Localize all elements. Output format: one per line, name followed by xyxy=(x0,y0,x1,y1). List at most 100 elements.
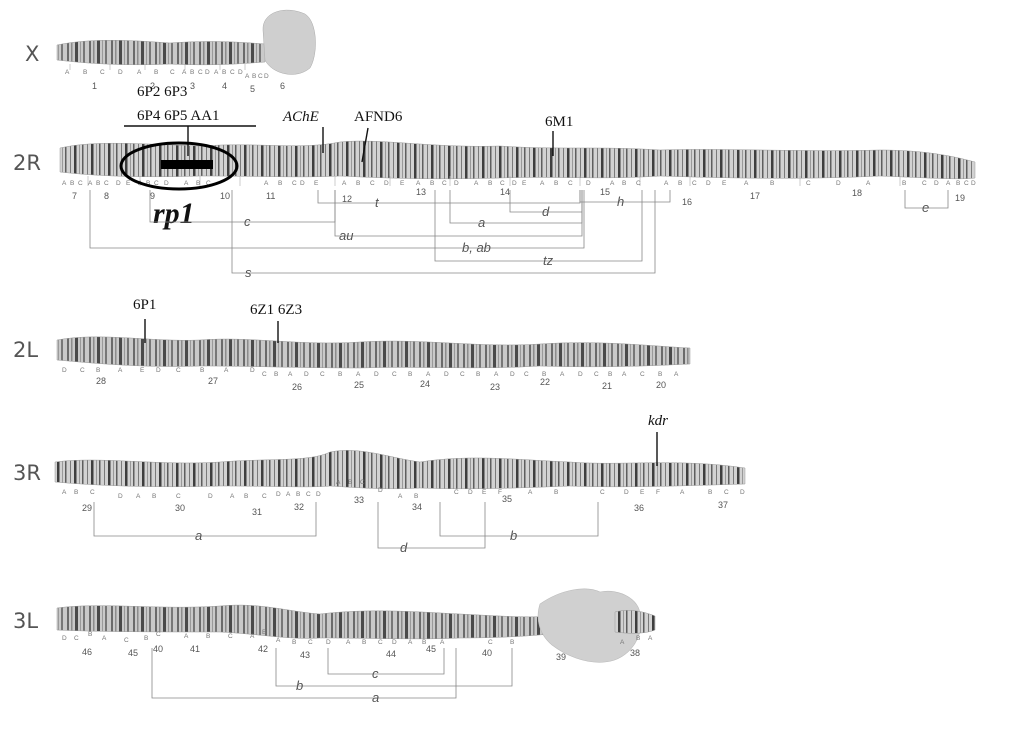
division-number: 13 xyxy=(416,187,426,197)
band-letter: D xyxy=(116,180,121,187)
chromosome-3r: A B C D A B C D A B C D A B C D A B C D … xyxy=(54,413,746,555)
arm-label-x: X xyxy=(25,42,39,66)
division-number: 30 xyxy=(175,503,185,513)
band-letter: C xyxy=(922,180,927,187)
marker-6m1: 6M1 xyxy=(545,114,573,130)
rp1-annotation: 6P2 6P3 6P4 6P5 AA1 rp1 xyxy=(119,84,256,230)
band-letter: C xyxy=(198,69,203,76)
band-letter: B xyxy=(196,180,200,187)
band-letter: B xyxy=(190,69,194,76)
band-letter: B xyxy=(338,371,342,378)
division-number: 4 xyxy=(222,81,227,91)
band-letter: A xyxy=(674,371,679,378)
division-number: 41 xyxy=(190,644,200,654)
band-letter: B xyxy=(70,180,74,187)
division-number: 37 xyxy=(718,500,728,510)
band-letter: A xyxy=(137,69,142,76)
band-letter: C xyxy=(292,180,297,187)
band-letter: B xyxy=(902,180,906,187)
band-letter: D xyxy=(378,487,383,494)
band-letter: A xyxy=(474,180,479,187)
inversion-au: au xyxy=(339,228,353,243)
band-letter: A xyxy=(102,635,107,642)
band-letter: C xyxy=(378,639,383,646)
band-letter: B xyxy=(422,639,426,646)
band-letter: D xyxy=(740,489,745,496)
division-number: 24 xyxy=(420,379,430,389)
division-number: 6 xyxy=(280,81,285,91)
band-letter: B xyxy=(476,371,480,378)
band-letter: B xyxy=(658,371,662,378)
band-letter: D xyxy=(454,180,459,187)
inversion-c-3l: c xyxy=(372,666,379,681)
band-letter: B xyxy=(770,180,774,187)
band-letter: B xyxy=(200,367,204,374)
band-letter: B xyxy=(154,69,158,76)
band-letter: A xyxy=(224,367,229,374)
division-number: 40 xyxy=(482,648,492,658)
band-letter: C xyxy=(176,367,181,374)
rp1-region-ellipse xyxy=(119,141,239,191)
band-letter: D xyxy=(156,367,161,374)
division-number: 15 xyxy=(600,187,610,197)
band-letter: A xyxy=(62,180,67,187)
band-letter: C xyxy=(228,633,233,640)
band-letter: C xyxy=(320,371,325,378)
band-letter: B xyxy=(362,639,366,646)
band-letter: A xyxy=(88,180,93,187)
band-letter: A xyxy=(560,371,565,378)
band-letter: A xyxy=(398,493,403,500)
division-number: 16 xyxy=(682,197,692,207)
division-number: 45 xyxy=(426,644,436,654)
division-number: 40 xyxy=(153,644,163,654)
band-letter: A xyxy=(62,489,67,496)
division-number: 2 xyxy=(150,81,155,91)
band-letter: A xyxy=(610,180,615,187)
division-number: 8 xyxy=(104,191,109,201)
band-letter: A xyxy=(622,371,627,378)
chromocenter-3l xyxy=(537,588,642,663)
band-letter: C xyxy=(206,180,211,187)
band-letter: B xyxy=(152,493,156,500)
band-letter: B xyxy=(356,180,360,187)
band-letter: D xyxy=(444,371,449,378)
band-letter: C xyxy=(124,637,129,644)
band-letter: C xyxy=(104,180,109,187)
marker-6p2-6p3: 6P2 6P3 xyxy=(137,84,187,100)
band-letter: A xyxy=(342,180,347,187)
band-letter: E xyxy=(314,180,319,187)
band-letter: A xyxy=(214,69,219,76)
band-letter: D xyxy=(118,69,123,76)
inversion-b-3r: b xyxy=(510,528,517,543)
band-letter: D xyxy=(164,180,169,187)
band-letter: C xyxy=(262,371,267,378)
arm-label-2r: 2R xyxy=(13,151,41,175)
band-letter: D xyxy=(250,367,255,374)
band-letter: A xyxy=(184,180,189,187)
rp1-region-bar xyxy=(161,160,213,169)
band-letter: A xyxy=(182,69,187,76)
band-letter: C xyxy=(170,69,175,76)
band-letter: A xyxy=(65,69,70,76)
chromosome-x: A B C D A B C A B C D A B C D A B C D 1 … xyxy=(56,9,316,94)
band-letter: D xyxy=(510,371,515,378)
division-number: 26 xyxy=(292,382,302,392)
band-letter: A xyxy=(540,180,545,187)
band-letter: C xyxy=(806,180,811,187)
inversion-tz: tz xyxy=(543,253,554,268)
band-letter: B xyxy=(554,180,558,187)
band-letter: A xyxy=(346,639,351,646)
arm-label-3l: 3L xyxy=(13,609,38,633)
band-letter: D xyxy=(276,491,281,498)
band-letter: E xyxy=(640,489,645,496)
marker-ache: AChE xyxy=(282,109,319,125)
band-letter: E xyxy=(482,489,487,496)
division-number: 35 xyxy=(502,494,512,504)
band-letter: A xyxy=(230,493,235,500)
division-number: 3 xyxy=(190,81,195,91)
band-letter: D xyxy=(238,69,243,76)
division-number: 29 xyxy=(82,503,92,513)
band-letter: B xyxy=(636,635,640,642)
division-number: 5 xyxy=(250,84,255,94)
